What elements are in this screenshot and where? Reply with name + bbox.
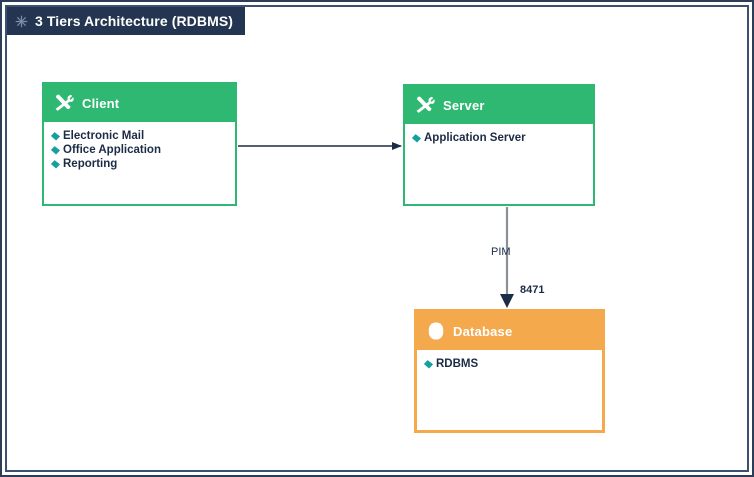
snowflake-icon bbox=[15, 15, 28, 27]
list-item[interactable]: Application Server bbox=[411, 131, 587, 145]
node-server-header: Server bbox=[405, 86, 593, 124]
diagram-title-text: 3 Tiers Architecture (RDBMS) bbox=[35, 13, 234, 29]
connector-label-port: 8471 bbox=[520, 284, 545, 296]
node-server-title: Server bbox=[443, 97, 485, 113]
list-item[interactable]: Office Application bbox=[50, 143, 229, 157]
tools-icon bbox=[416, 96, 435, 113]
node-client[interactable]: Client Electronic Mail Office Applicatio… bbox=[42, 82, 237, 206]
diagram-title-bar[interactable]: 3 Tiers Architecture (RDBMS) bbox=[7, 7, 246, 35]
node-client-header: Client bbox=[44, 84, 235, 122]
node-database-title: Database bbox=[453, 323, 513, 339]
node-database[interactable]: Database RDBMS bbox=[414, 309, 605, 433]
connector-server-to-database bbox=[500, 207, 514, 308]
list-item-label: Reporting bbox=[63, 158, 118, 170]
list-item[interactable]: Reporting bbox=[50, 157, 229, 171]
list-item[interactable]: RDBMS bbox=[423, 357, 596, 371]
list-item[interactable]: Electronic Mail bbox=[50, 129, 229, 143]
diamond-bullet-icon bbox=[411, 133, 422, 143]
list-item-label: RDBMS bbox=[436, 358, 479, 370]
node-server[interactable]: Server Application Server bbox=[403, 84, 595, 206]
diamond-bullet-icon bbox=[50, 159, 61, 169]
list-item-label: Office Application bbox=[63, 144, 161, 156]
node-client-body: Electronic Mail Office Application Repor… bbox=[44, 122, 235, 204]
node-database-header: Database bbox=[417, 312, 602, 350]
diamond-bullet-icon bbox=[50, 145, 61, 155]
node-server-body: Application Server bbox=[405, 124, 593, 204]
cylinder-icon bbox=[428, 322, 444, 340]
node-client-title: Client bbox=[82, 95, 120, 111]
list-item-label: Electronic Mail bbox=[63, 130, 145, 142]
connector-label-pim: PIM bbox=[491, 246, 511, 258]
diamond-bullet-icon bbox=[423, 359, 434, 369]
diamond-bullet-icon bbox=[50, 131, 61, 141]
list-item-label: Application Server bbox=[424, 132, 526, 144]
tools-icon bbox=[55, 94, 74, 111]
node-database-body: RDBMS bbox=[417, 350, 602, 430]
